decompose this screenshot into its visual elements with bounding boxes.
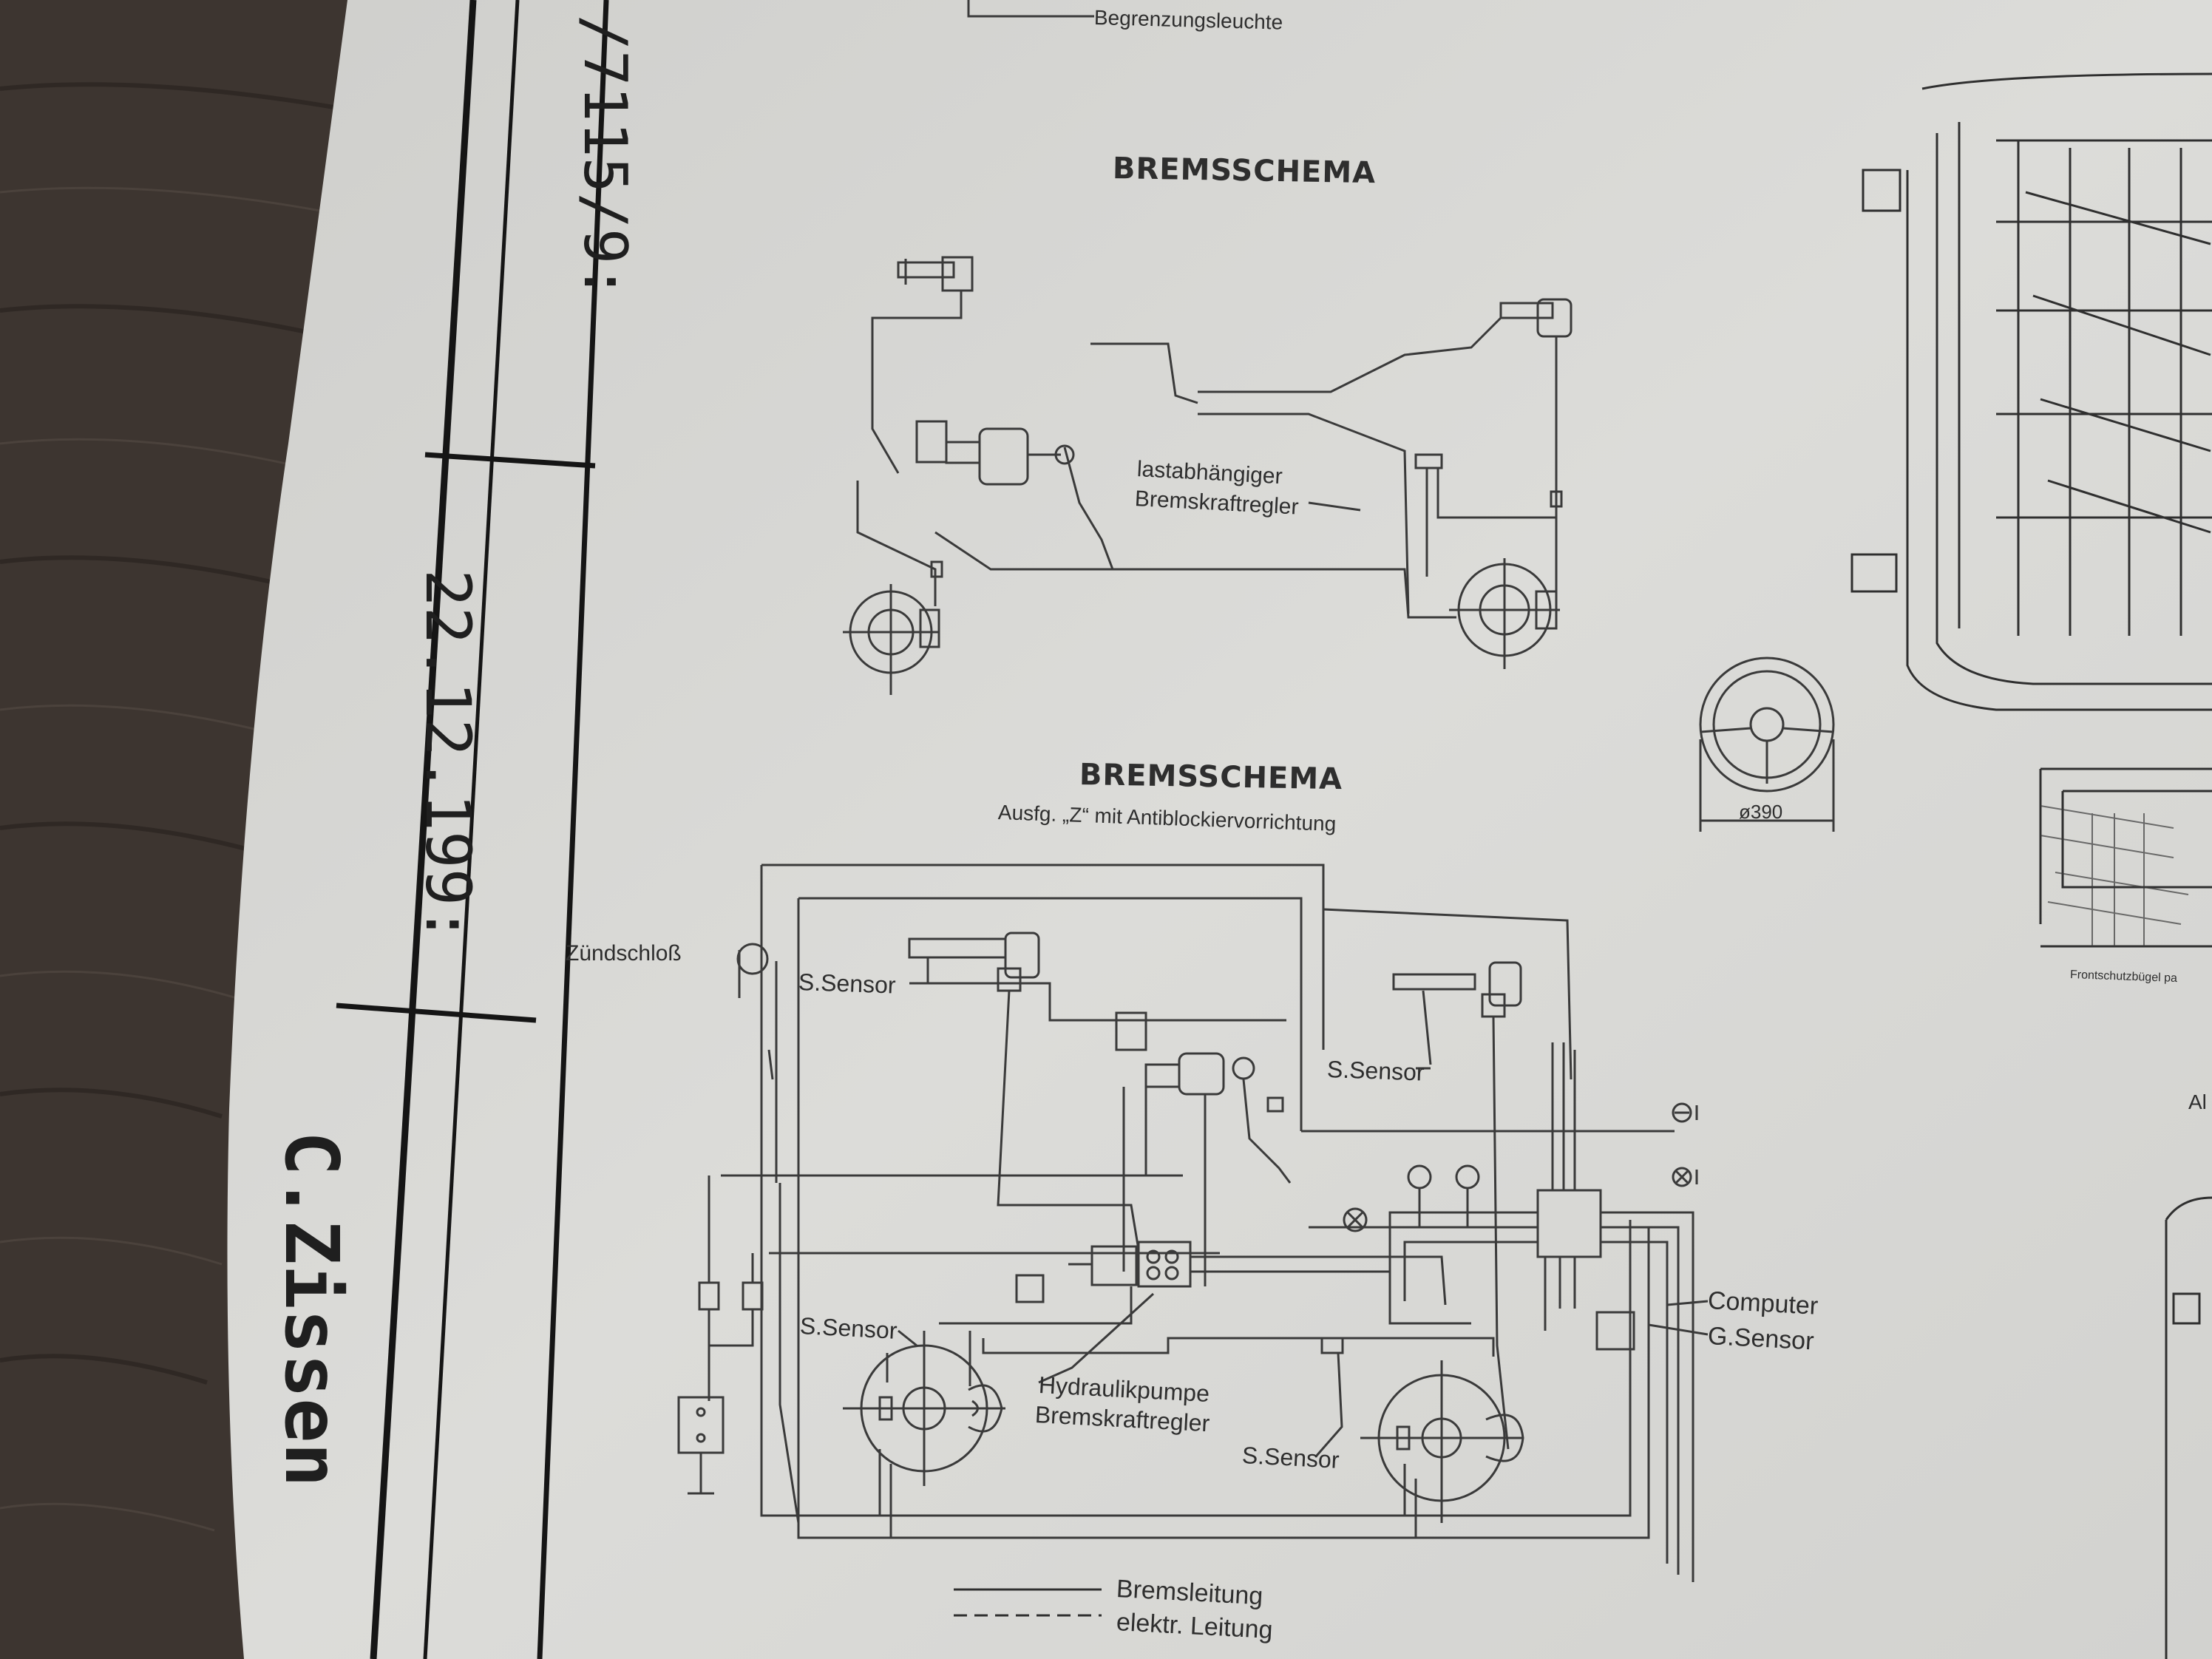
- vehicle-front-view-fragment: [1850, 72, 2212, 1659]
- label-computer: Computer: [1707, 1286, 1819, 1320]
- abs-brake-schema: [677, 864, 1709, 1582]
- upper-brake-schema: [843, 256, 1573, 695]
- legend-lines: [954, 1588, 1102, 1617]
- drawing-date: 22.12.199:: [412, 569, 484, 943]
- label-ignition: Zündschloß: [566, 941, 682, 966]
- label-s-sensor-front-left: S.Sensor: [798, 968, 897, 999]
- abs-schema-title: BREMSSCHEMA: [1079, 758, 1343, 797]
- label-begrenzungsleuchte: Begrenzungsleuchte: [1093, 6, 1283, 34]
- label-al-fragment: Al: [2188, 1090, 2207, 1113]
- upper-schema-title: BREMSSCHEMA: [1112, 152, 1377, 191]
- drawing-number: /7115/9:: [571, 15, 639, 300]
- label-s-sensor-rear-left: S.Sensor: [799, 1312, 898, 1344]
- title-block-frame: [336, 0, 609, 1659]
- label-g-sensor: G.Sensor: [1707, 1322, 1815, 1356]
- steering-wheel-drawing: [1699, 657, 1835, 832]
- drafter-name: C.Zissen: [268, 1131, 355, 1487]
- label-steering-diameter: ø390: [1739, 801, 1783, 823]
- label-s-sensor-front-right: S.Sensor: [1326, 1056, 1425, 1086]
- label-s-sensor-rear-right: S.Sensor: [1241, 1442, 1340, 1473]
